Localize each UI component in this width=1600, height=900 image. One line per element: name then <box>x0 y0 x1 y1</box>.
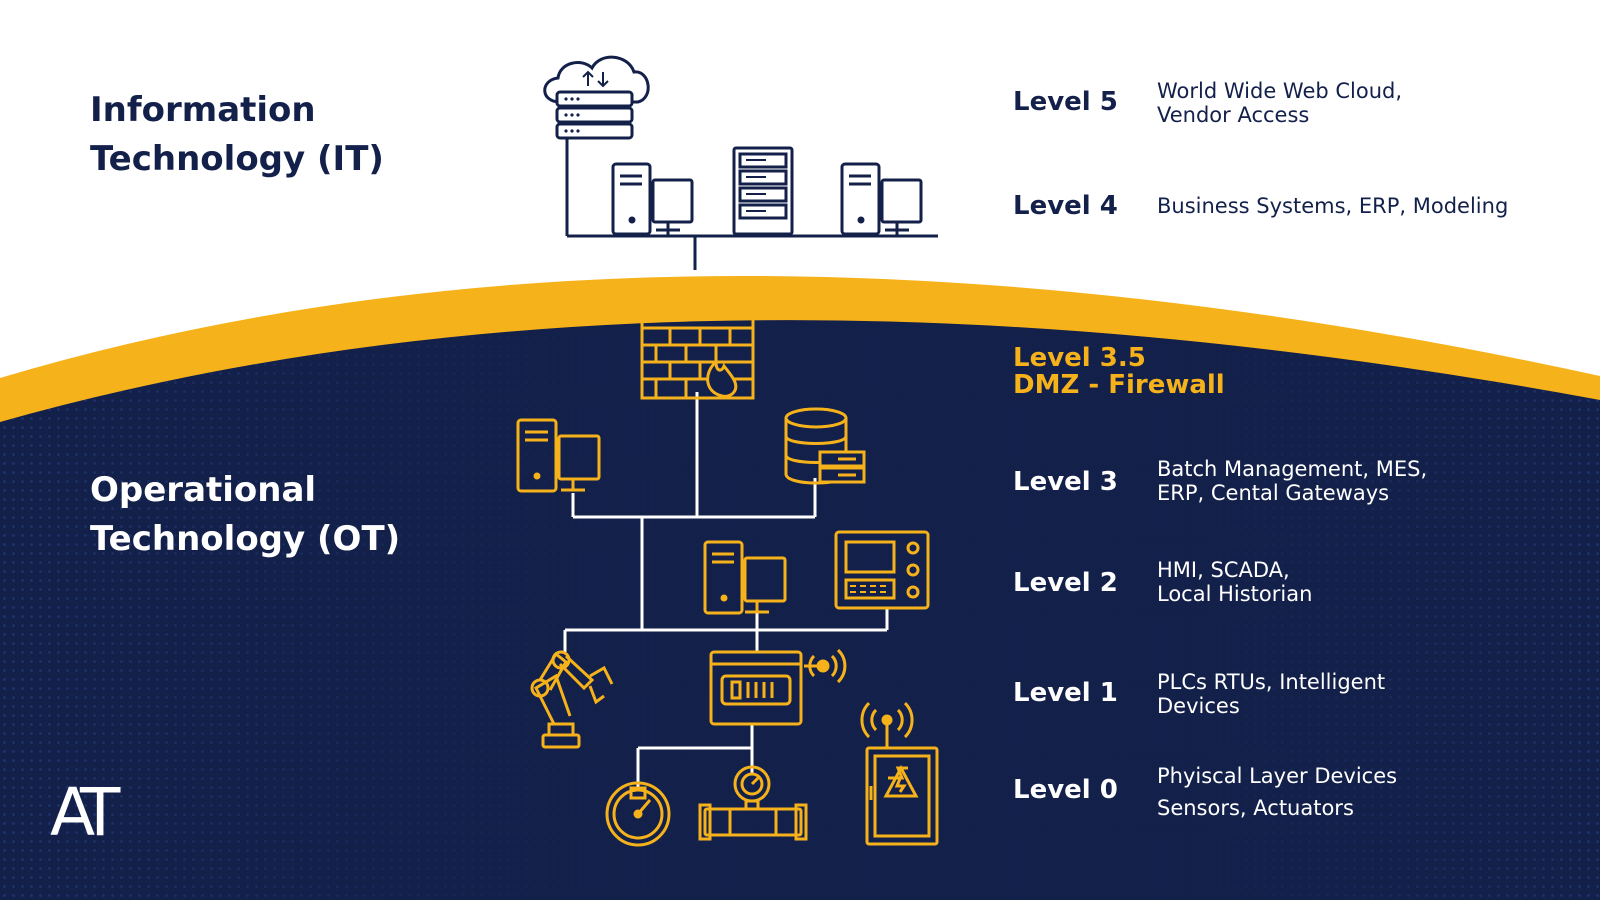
level-4-desc-line-1: Business Systems, ERP, Modeling <box>1157 194 1509 218</box>
it-title-line-2: Technology (IT) <box>90 139 384 179</box>
desktop-computer-icon <box>703 540 787 615</box>
level-0-desc-line-2: Sensors, Actuators <box>1157 796 1354 820</box>
level-1-description: PLCs RTUs, Intelligent Devices <box>1157 670 1385 718</box>
cloud-server-icon <box>543 55 650 140</box>
level-4-label: Level 4 <box>1013 191 1118 221</box>
level-0-description: Phyiscal Layer Devices Sensors, Actuator… <box>1157 760 1397 824</box>
wireless-signal-icon <box>804 648 847 684</box>
level-2-label: Level 2 <box>1013 568 1118 598</box>
level-3-desc-line-1: Batch Management, MES, <box>1157 457 1428 481</box>
ot-title-line-2: Technology (OT) <box>90 519 401 559</box>
desktop-computer-icon <box>840 162 923 236</box>
firewall-icon <box>640 316 755 400</box>
company-logo: AT <box>50 774 120 851</box>
it-section-title: Information Technology (IT) <box>90 86 384 184</box>
level-3-5-line-2: DMZ - Firewall <box>1013 370 1225 400</box>
desktop-computer-icon <box>516 418 601 493</box>
level-3-description: Batch Management, MES, ERP, Cental Gatew… <box>1157 457 1427 505</box>
level-0-label: Level 0 <box>1013 775 1118 805</box>
pressure-gauge-icon <box>605 781 671 847</box>
robot-arm-icon <box>530 650 614 749</box>
flow-meter-icon <box>698 765 808 841</box>
level-1-desc-line-2: Devices <box>1157 694 1240 718</box>
level-1-desc-line-1: PLCs RTUs, Intelligent <box>1157 670 1386 694</box>
control-panel-icon <box>834 530 930 610</box>
level-5-label: Level 5 <box>1013 87 1118 117</box>
level-2-desc-line-1: HMI, SCADA, <box>1157 558 1290 582</box>
electrical-cabinet-icon <box>860 701 939 846</box>
level-1-label: Level 1 <box>1013 678 1118 708</box>
level-5-desc-line-2: Vendor Access <box>1157 103 1310 127</box>
level-4-description: Business Systems, ERP, Modeling <box>1157 194 1508 218</box>
ot-title-line-1: Operational <box>90 470 317 510</box>
database-icon <box>784 407 866 485</box>
level-3-desc-line-2: ERP, Cental Gateways <box>1157 481 1390 505</box>
level-3-5-line-1: Level 3.5 <box>1013 343 1146 373</box>
plc-device-icon <box>709 650 803 726</box>
level-5-description: World Wide Web Cloud, Vendor Access <box>1157 79 1402 127</box>
level-5-desc-line-1: World Wide Web Cloud, <box>1157 79 1403 103</box>
it-title-line-1: Information <box>90 90 316 130</box>
level-3-5-dmz-label: Level 3.5 DMZ - Firewall <box>1013 345 1225 399</box>
level-2-description: HMI, SCADA, Local Historian <box>1157 558 1312 606</box>
level-2-desc-line-2: Local Historian <box>1157 582 1313 606</box>
ot-section-title: Operational Technology (OT) <box>90 466 400 564</box>
level-0-desc-line-1: Phyiscal Layer Devices <box>1157 764 1398 788</box>
desktop-computer-icon <box>611 162 694 236</box>
server-rack-icon <box>732 146 794 236</box>
level-3-label: Level 3 <box>1013 467 1118 497</box>
